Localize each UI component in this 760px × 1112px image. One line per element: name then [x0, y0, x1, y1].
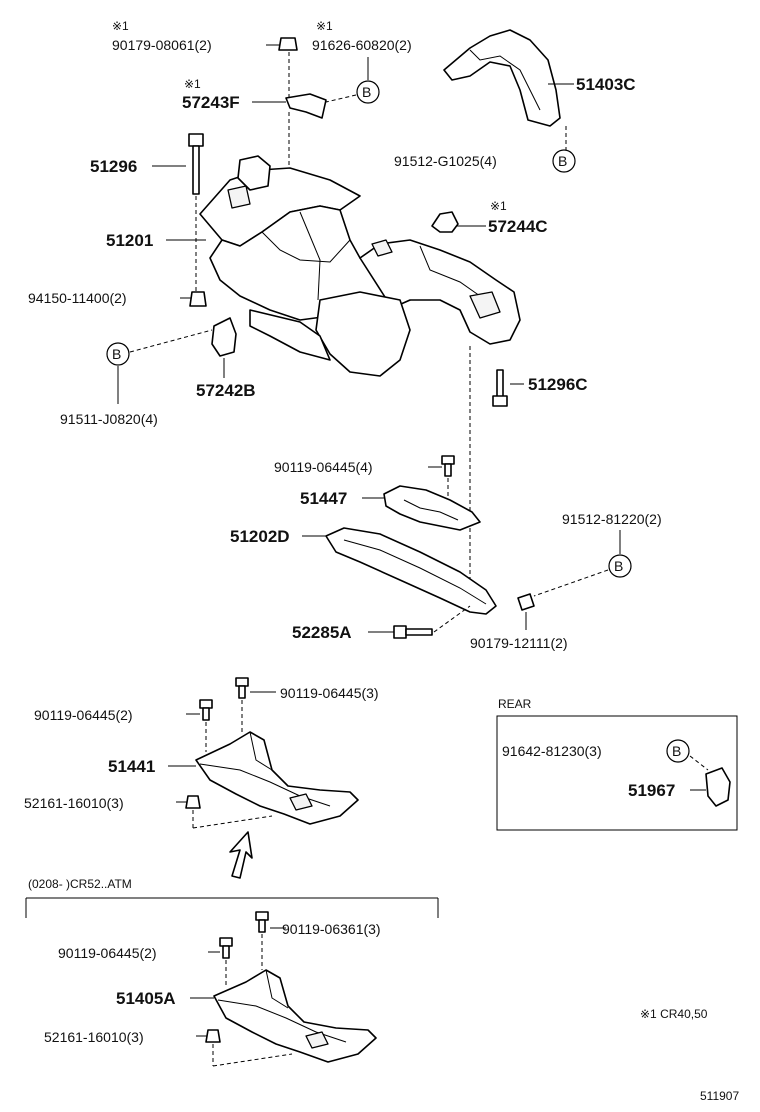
- bolt-head-icon: [188, 133, 204, 147]
- bracket-57242b: [211, 317, 237, 357]
- callout-b-circle: [356, 80, 380, 104]
- dashed-guide: [129, 329, 213, 353]
- dashed-guide: [533, 569, 609, 597]
- bolt-head-icon: [255, 911, 269, 921]
- part-number-label: 52161-16010(3): [24, 795, 124, 811]
- crossmember-51201: [199, 155, 521, 377]
- part-number-label: 51403C: [576, 75, 636, 94]
- part-number-label: 91511-J0820(4): [60, 411, 158, 427]
- dashed-guide: [325, 94, 357, 103]
- bolt-head-icon: [199, 699, 213, 709]
- part-number-label: 90119-06361(3): [282, 921, 381, 937]
- note-mark: ※1: [490, 199, 507, 213]
- part-number-label: 51441: [108, 757, 155, 776]
- part-number-label: 91626-60820(2): [312, 37, 412, 53]
- footnote: ※1 CR40,50: [640, 1007, 708, 1021]
- part-number-label: 51967: [628, 781, 675, 800]
- dashed-guide: [192, 815, 273, 829]
- bolt-shank-icon: [238, 685, 246, 699]
- part-number-label: 91512-G1025(4): [394, 153, 497, 169]
- part-number-label: 90119-06445(3): [280, 685, 379, 701]
- part-number-label: 51447: [300, 489, 347, 508]
- bolt-head-icon: [393, 625, 407, 639]
- bolt-shank-icon: [496, 369, 504, 399]
- callout-b-circle: [106, 342, 130, 366]
- dashed-guide: [689, 755, 709, 771]
- bracket-detail: [403, 499, 459, 521]
- part-number-label: 51202D: [230, 527, 290, 546]
- undercover-51441: [195, 731, 359, 825]
- bracket-51403c: [443, 29, 561, 127]
- bolt-shank-icon: [192, 145, 200, 195]
- callout-b-letter: B: [112, 346, 121, 362]
- bolt-shank-icon: [444, 463, 452, 477]
- dashed-guide: [212, 1053, 293, 1067]
- part-number-label: 94150-11400(2): [28, 290, 127, 306]
- dashed-guide: [433, 605, 471, 633]
- bolt-shank-icon: [222, 945, 230, 959]
- bolt-head-icon: [219, 937, 233, 947]
- direction-arrow-icon: [229, 831, 253, 879]
- callout-b-circle: [552, 149, 576, 173]
- note-mark: ※1: [112, 19, 129, 33]
- part-number-label: 90179-12111(2): [470, 635, 568, 651]
- note-mark: ※1: [184, 77, 201, 91]
- clip-icon: [205, 1029, 221, 1043]
- part-number-label: 91512-81220(2): [562, 511, 662, 527]
- undercover-51405a: [213, 969, 377, 1063]
- callout-b-circle: [666, 739, 690, 763]
- crossmember-detail: [343, 539, 487, 605]
- bolt-head-icon: [235, 677, 249, 687]
- part-number-label: 90119-06445(2): [34, 707, 133, 723]
- part-number-label: 51405A: [116, 989, 176, 1008]
- range-note: (0208- )CR52..ATM: [28, 877, 132, 891]
- callout-b-letter: B: [614, 558, 623, 574]
- part-number-label: 52161-16010(3): [44, 1029, 144, 1045]
- bolt-head-icon: [441, 455, 455, 465]
- callout-b-letter: B: [672, 743, 681, 759]
- note-mark: ※1: [316, 19, 333, 33]
- part-number-label: 51296C: [528, 375, 588, 394]
- part-number-label: 90119-06445(2): [58, 945, 157, 961]
- figure-id: 511907: [700, 1089, 739, 1103]
- bolt-head-icon: [492, 395, 508, 407]
- part-number-label: 51201: [106, 231, 153, 250]
- bracket-51967: [705, 767, 731, 807]
- spacer-57244c: [431, 211, 459, 233]
- bolt-shank-icon: [405, 628, 433, 636]
- crossmember-51202d: [325, 527, 497, 615]
- nut-icon: [517, 593, 535, 611]
- part-number-label: 90119-06445(4): [274, 459, 373, 475]
- rear-box-title: REAR: [498, 697, 532, 711]
- bolt-shank-icon: [258, 919, 266, 933]
- callout-b-letter: B: [558, 153, 567, 169]
- spacer-bracket-57243f: [285, 93, 327, 119]
- part-number-label: 52285A: [292, 623, 352, 642]
- bracket-detail: [469, 49, 541, 111]
- part-number-label: 57242B: [196, 381, 256, 400]
- nut-icon: [278, 37, 298, 51]
- bracket-51447: [383, 485, 481, 531]
- part-number-label: 90179-08061(2): [112, 37, 212, 53]
- part-number-label: 57243F: [182, 93, 240, 112]
- part-number-label: 51296: [90, 157, 137, 176]
- part-number-label: 91642-81230(3): [502, 743, 602, 759]
- part-number-label: 57244C: [488, 217, 548, 236]
- rear-box: [496, 715, 738, 831]
- nut-icon: [189, 291, 207, 307]
- clip-icon: [185, 795, 201, 809]
- bolt-shank-icon: [202, 707, 210, 721]
- callout-b-circle: [608, 554, 632, 578]
- callout-b-letter: B: [362, 84, 371, 100]
